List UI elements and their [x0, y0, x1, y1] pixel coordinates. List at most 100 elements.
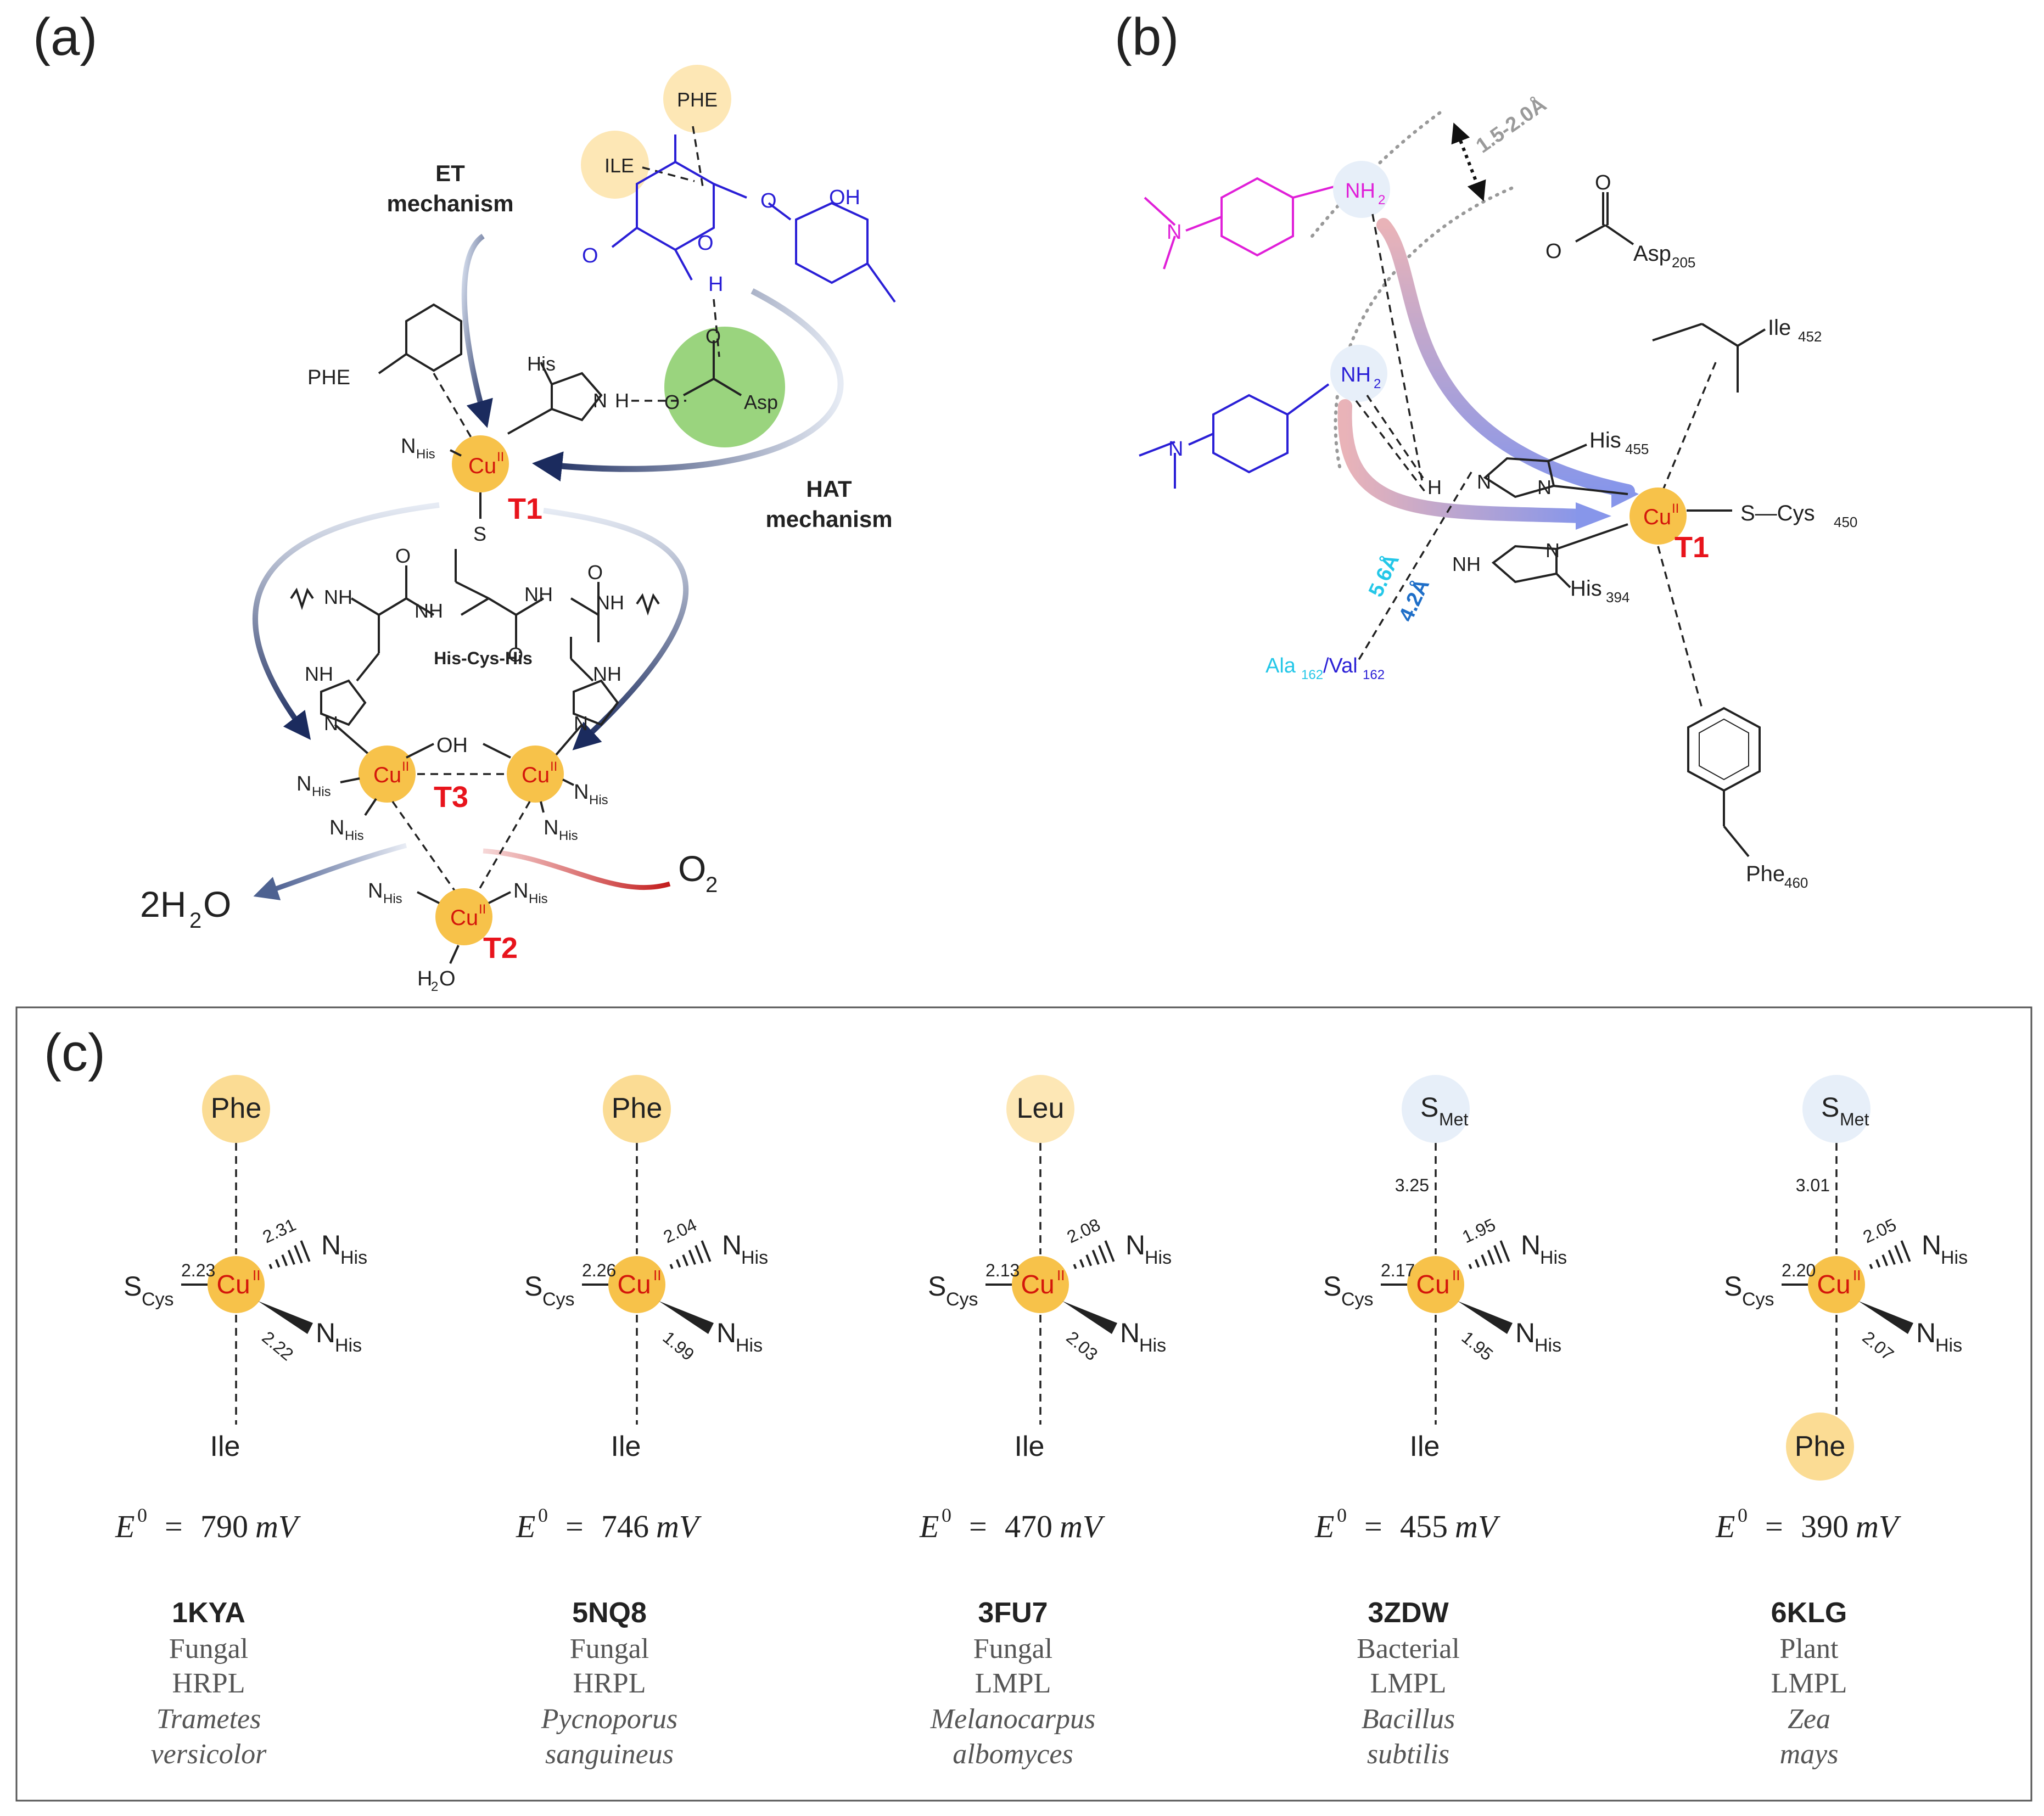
species-line1: Pycnoporus [541, 1703, 677, 1735]
nhis-lower-sub: His [1535, 1335, 1561, 1356]
t3-oh: OH [436, 734, 468, 757]
pdb-id: 1KYA [172, 1597, 245, 1629]
n1-distance: 1.95 [1459, 1214, 1499, 1247]
t2-h2o-sub: 2 [431, 979, 438, 994]
n2-distance: 2.07 [1859, 1327, 1898, 1365]
hash-bond-seg [1888, 1249, 1896, 1265]
hash-bond-seg [1474, 1259, 1480, 1268]
his455-n2: N [1537, 476, 1552, 498]
t3-t2-dash-right [477, 801, 531, 893]
cu-ox: II [253, 1267, 260, 1283]
hbond-blue-1 [1366, 395, 1426, 481]
phe-left-contact [433, 373, 473, 440]
phe-top-label: PHE [677, 88, 718, 111]
species-line1: Trametes [156, 1703, 261, 1735]
et-label-line2: mechanism [387, 190, 513, 216]
phe-left-label: PHE [307, 366, 350, 389]
his394-nh: NH [1452, 553, 1481, 575]
nhis-lower: N [1916, 1318, 1936, 1348]
e0-equals: = [1765, 1509, 1783, 1544]
e0-unit: mV [1060, 1509, 1106, 1544]
asp-o-top: O [705, 325, 721, 347]
peptide-label: His-Cys-His [434, 648, 533, 668]
species-line2: albomyces [953, 1739, 1073, 1770]
scys-label: S [524, 1271, 542, 1302]
t3-left-cu: Cu [373, 763, 401, 787]
ile-label: ILE [604, 154, 634, 177]
b-cu-ox: II [1672, 501, 1679, 516]
e0-equals: = [565, 1509, 584, 1544]
blue-nh2-sub: 2 [1374, 377, 1381, 391]
nhis-lower-sub: His [1935, 1335, 1962, 1356]
e0-unit: mV [1455, 1509, 1501, 1544]
cu-ox: II [1853, 1267, 1861, 1283]
n1-distance: 2.08 [1064, 1214, 1104, 1247]
ala-sub: 162 [1301, 668, 1323, 682]
wedge-bond [1062, 1301, 1117, 1334]
nhis-upper-sub: His [1941, 1247, 1968, 1268]
e0-unit: mV [255, 1509, 301, 1544]
e0-value: 746 [601, 1509, 649, 1544]
hash-bond-seg [1468, 1264, 1472, 1269]
hash-bond-seg [275, 1259, 281, 1268]
laccase-class: LMPL [1370, 1668, 1447, 1699]
cu-label: Cu [1817, 1270, 1850, 1299]
b-t1-label: T1 [1675, 531, 1709, 564]
ala-label: Ala [1265, 654, 1296, 677]
t2-cu-ox: II [479, 902, 486, 917]
hash-bond-seg [281, 1254, 288, 1266]
nhis-upper: N [1521, 1230, 1541, 1260]
t2-nhis-right: N [513, 879, 528, 903]
nhis-lower: N [316, 1318, 335, 1348]
b-cys-sub: 450 [1834, 514, 1857, 530]
blue-nh2-circle [1330, 345, 1387, 402]
e0-value: 390 [1801, 1509, 1849, 1544]
s-distance: 2.23 [181, 1260, 215, 1280]
hash-bond-seg [300, 1240, 311, 1262]
nhis-upper: N [1125, 1230, 1145, 1260]
t3-left-ox: II [402, 759, 409, 774]
nhis-upper-sub: His [1540, 1247, 1567, 1268]
nhis-lower-sub: His [736, 1335, 763, 1356]
t2-h2o-tail: O [439, 967, 456, 990]
his455-label: His [1589, 428, 1621, 452]
his-nh-t1: N [593, 389, 607, 412]
phe-top-contact [692, 126, 704, 187]
wedge-bond [258, 1301, 313, 1334]
cu-ox: II [653, 1267, 661, 1283]
scys-label: S [124, 1271, 142, 1302]
top-residue-circle [202, 1075, 270, 1143]
asp-carboxylate [683, 340, 742, 396]
e0-symbol: E [1715, 1509, 1735, 1544]
phe-left-ring [378, 303, 462, 374]
o2: O [678, 848, 706, 889]
hash-bond-seg [1881, 1254, 1889, 1266]
e0-sup: 0 [1738, 1504, 1748, 1526]
t2-water-bond [449, 945, 460, 964]
hash-bond-seg [688, 1249, 696, 1265]
substrate-phenol-o: O [697, 232, 714, 255]
panel-label-b: (b) [1115, 8, 1179, 66]
top-residue-label: Phe [211, 1092, 262, 1124]
ile-circle [581, 131, 649, 199]
n1-distance: 2.04 [660, 1214, 700, 1247]
scys-label: S [1323, 1271, 1341, 1302]
val-label: /Val [1323, 654, 1358, 677]
his394-imidazole [1491, 523, 1628, 588]
n2-distance: 1.99 [659, 1327, 698, 1365]
his394-n: N [1545, 539, 1560, 562]
cu-circle [1407, 1256, 1464, 1313]
electron-path-upper [1376, 218, 1635, 498]
cu-label: Cu [216, 1270, 250, 1299]
e0-value: 790 [200, 1509, 248, 1544]
n2-distance: 1.95 [1458, 1327, 1497, 1365]
panel-label-c: (c) [44, 1023, 105, 1082]
o2-sub: 2 [705, 873, 718, 897]
et-arrow [461, 233, 493, 428]
laccase-class: HRPL [172, 1668, 245, 1699]
t3-imid-left-nh: NH [305, 663, 333, 685]
t3-right-nhis-2-sub: His [559, 828, 578, 843]
t3-copper-right [507, 746, 564, 803]
